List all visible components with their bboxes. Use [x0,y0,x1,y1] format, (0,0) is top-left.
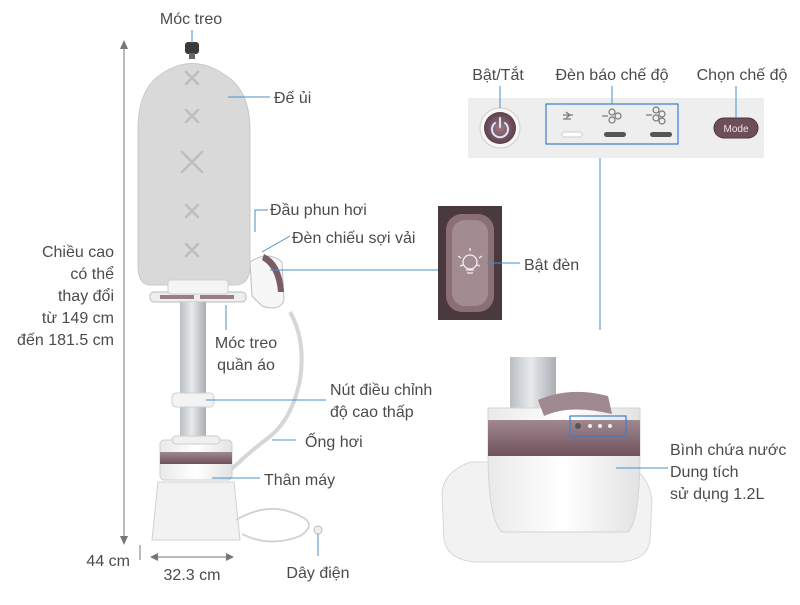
telescopic-pole [180,302,206,442]
leader-lines-left [191,30,440,556]
label-adjust-button: Nút điều chỉnh độ cao thấp [330,382,432,421]
svg-text:Dung tích: Dung tích [670,464,738,481]
svg-text:quần áo: quần áo [217,357,275,374]
label-hanger-hook: Móc treo [160,11,222,28]
body-closeup [441,357,668,563]
light-button-closeup [438,206,520,320]
label-mode-indicator: Đèn báo chế độ [556,67,669,84]
svg-text:có thể: có thể [70,265,114,283]
mode-button-text: Mode [723,124,748,135]
label-fabric-light: Đèn chiếu sợi vải [292,230,415,247]
steamer-full-view [120,40,323,561]
label-ironing-board: Đế ủi [274,90,311,107]
indicator-light-3 [650,132,672,137]
label-mode-select: Chọn chế độ [697,67,788,84]
svg-text:Nút điều chỉnh: Nút điều chỉnh [330,382,432,399]
steam-level-1-icon [563,111,573,120]
leader-lines-panel [499,86,737,330]
board-cross-marks [180,70,204,258]
ironing-board [137,63,251,286]
steam-level-2-icon [602,108,622,124]
label-height-adjustable: Chiều cao có thể thay đổi từ 149 cm đến … [17,244,114,349]
label-steam-hose: Ống hơi [305,431,363,451]
power-button-icon [491,117,509,139]
label-body: Thân máy [264,472,335,489]
svg-text:độ cao thấp: độ cao thấp [330,404,414,421]
label-clothes-hook: Móc treo quần áo [215,335,277,374]
indicator-light-1 [561,131,583,138]
label-power-toggle: Bật/Tắt [472,65,524,84]
power-cord [235,507,310,543]
steamer-base [151,481,241,541]
light-bulb-icon [457,248,483,274]
mode-button[interactable]: Mode [713,117,759,139]
closeup-handle [538,391,612,416]
label-steam-head: Đầu phun hơi [270,202,367,219]
label-power-cord: Dây điện [286,565,349,582]
control-panel: Mode [468,98,764,158]
hanger-hook-knob [185,42,199,54]
label-base-height: 44 cm [86,553,130,570]
svg-text:thay đổi: thay đổi [58,287,114,305]
svg-text:đến 181.5 cm: đến 181.5 cm [17,332,114,349]
power-button[interactable] [479,107,521,149]
svg-text:Bình chứa nước: Bình chứa nước [670,442,786,459]
label-base-width: 32.3 cm [164,567,221,584]
label-light-on: Bật đèn [524,257,579,274]
steam-level-3-icon [646,106,666,125]
svg-text:Móc treo: Móc treo [215,335,277,352]
label-water-tank: Bình chứa nước Dung tích sử dụng 1.2L [670,442,786,503]
svg-text:sử dụng 1.2L: sử dụng 1.2L [670,486,764,503]
svg-text:từ 149 cm: từ 149 cm [42,310,114,327]
indicator-light-2 [604,132,626,137]
svg-text:Chiều cao: Chiều cao [42,244,114,261]
closeup-panel-frame [569,415,627,437]
